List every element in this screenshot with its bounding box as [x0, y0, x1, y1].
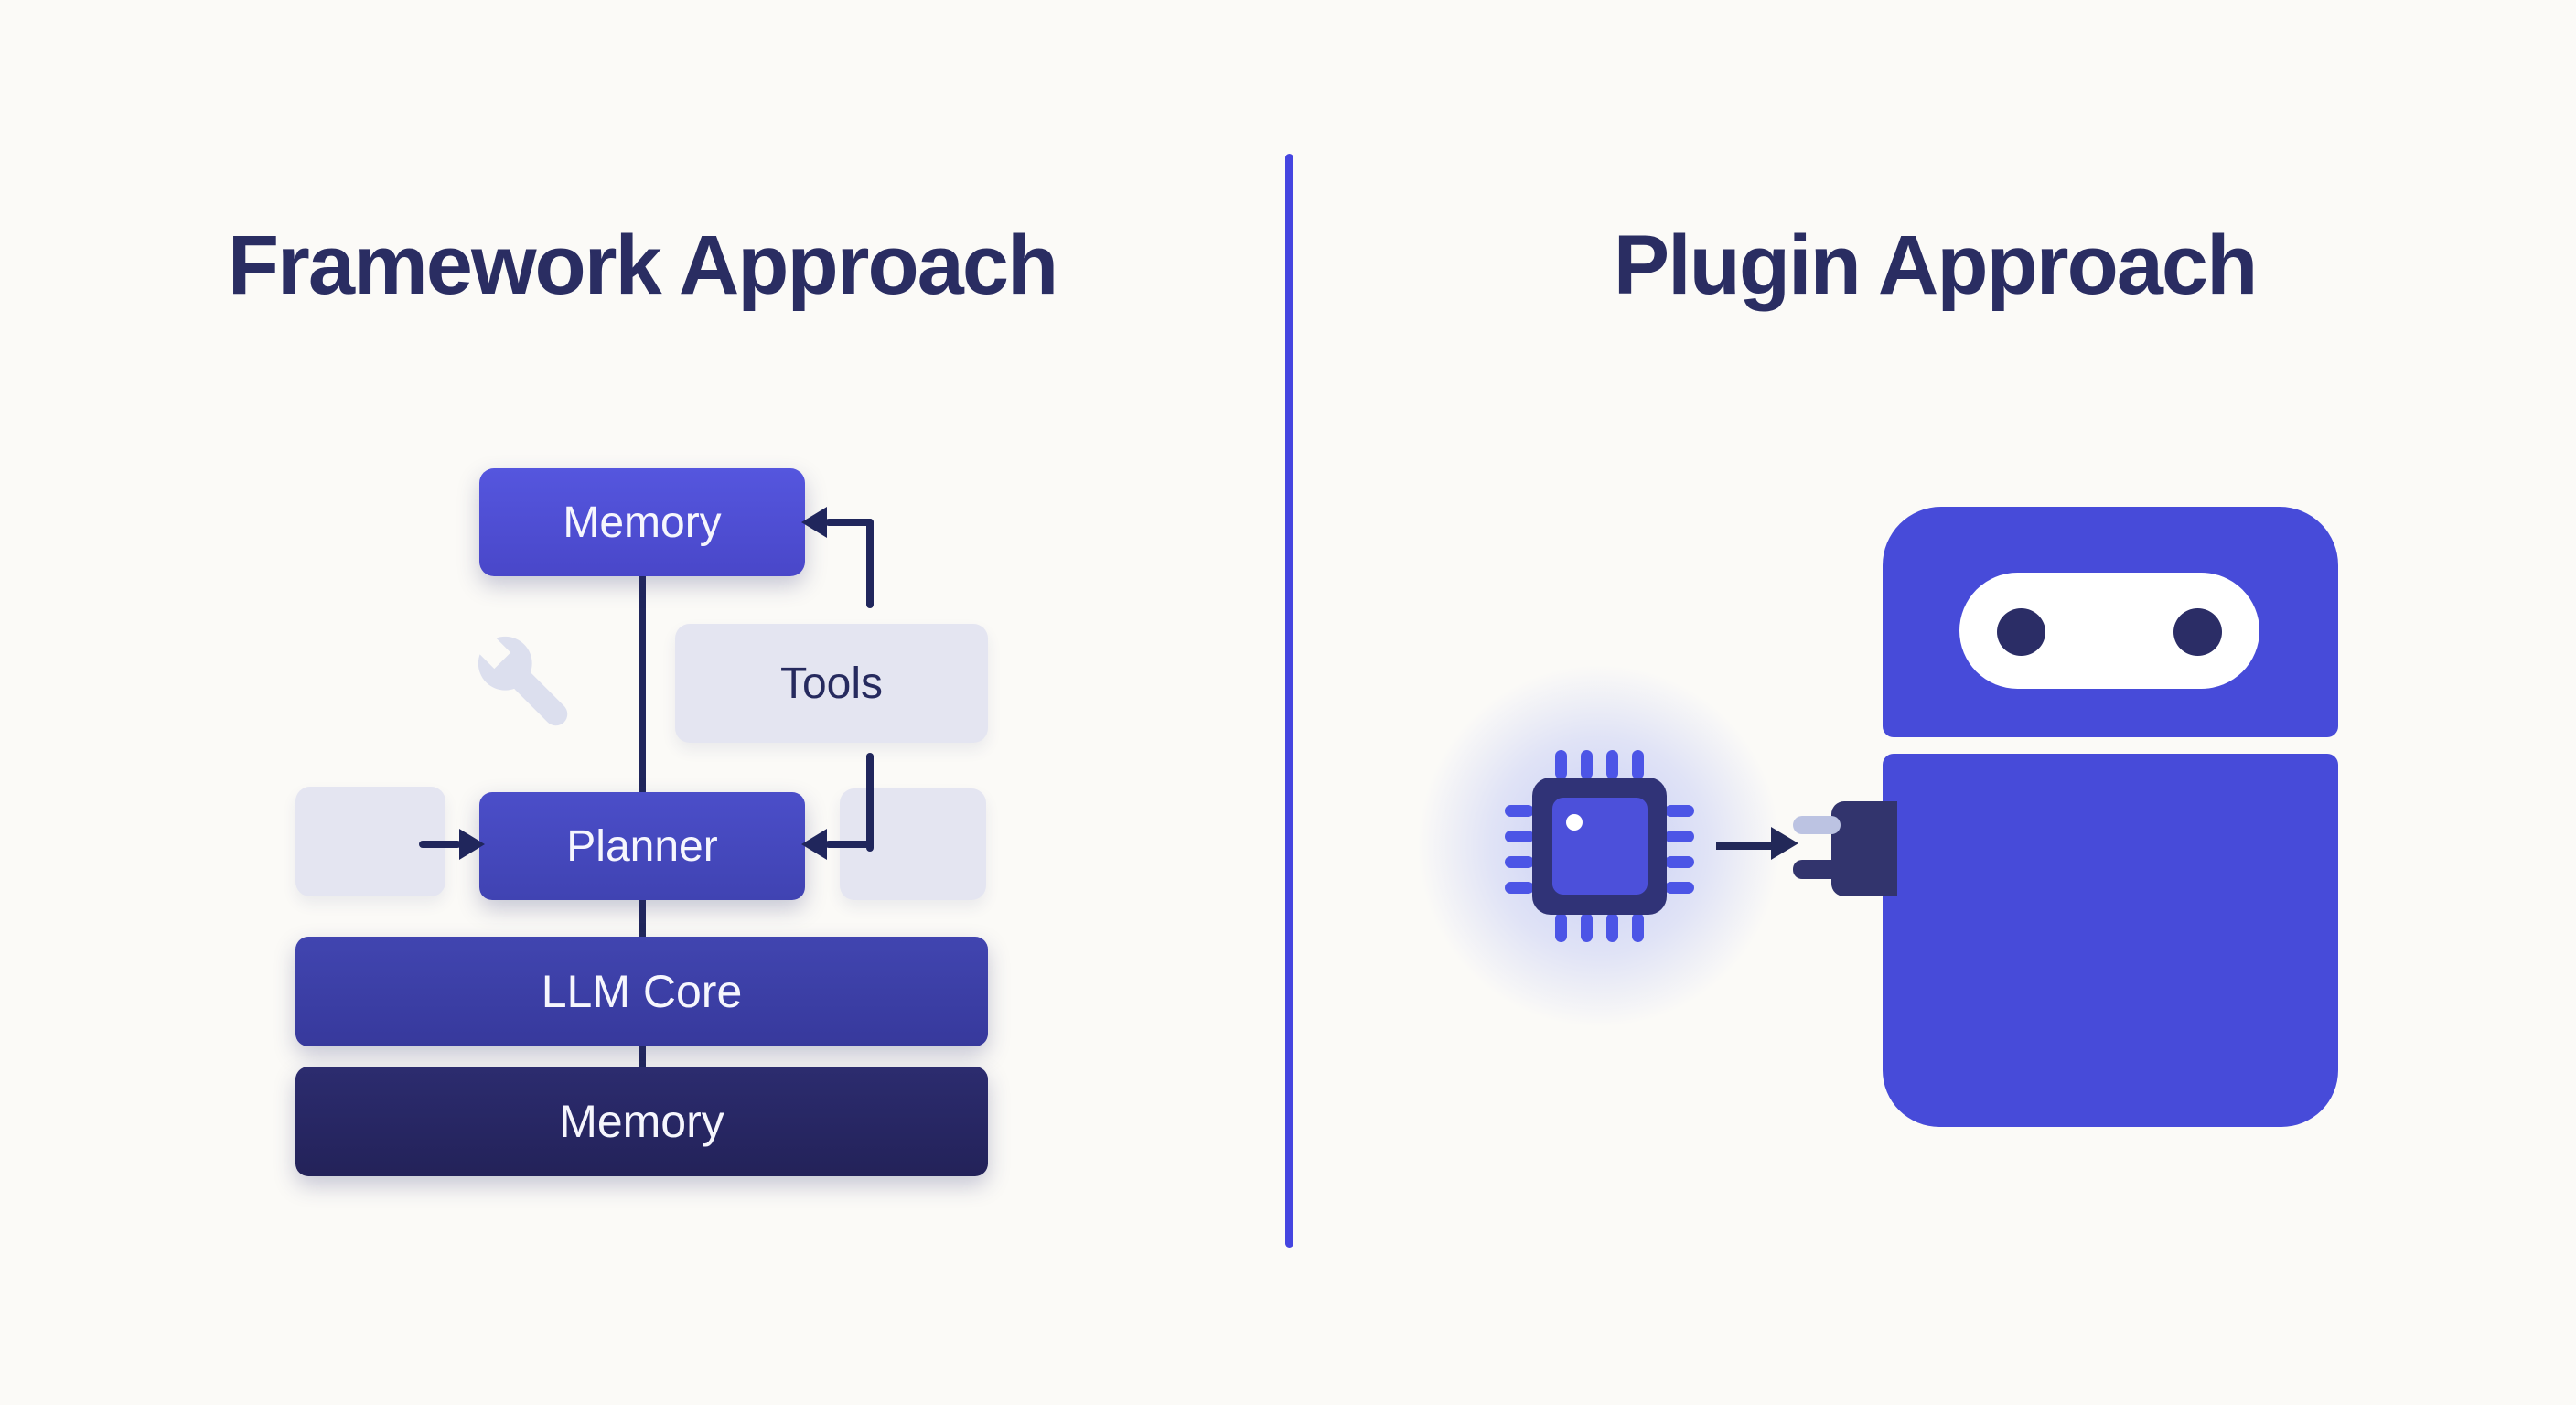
wrench-icon [462, 620, 590, 748]
connector-memory-planner [639, 569, 646, 799]
arrowhead-left-icon [801, 507, 827, 538]
node-tools: Tools [675, 624, 988, 743]
chip-pin [1581, 913, 1593, 942]
chip-pin [1555, 913, 1567, 942]
robot-eye-right [2174, 608, 2222, 656]
chip-pin [1632, 913, 1644, 942]
node-llm-core-label: LLM Core [541, 966, 743, 1017]
node-llm-core: LLM Core [295, 937, 988, 1046]
node-memory-bottom: Memory [295, 1067, 988, 1176]
chip-pin [1665, 805, 1694, 817]
arrow-segment [825, 841, 874, 848]
chip-pin [1505, 831, 1534, 842]
arrow-segment [825, 519, 874, 526]
chip-core [1552, 798, 1648, 895]
arrow-segment [866, 519, 874, 608]
robot-eye-left [1997, 608, 2045, 656]
chip-pin [1665, 856, 1694, 868]
center-divider [1285, 154, 1293, 1248]
node-memory-top: Memory [479, 468, 805, 576]
plug-prong-bottom [1793, 860, 1841, 879]
chip-pin [1505, 805, 1534, 817]
node-planner: Planner [479, 792, 805, 900]
chip-pin [1632, 750, 1644, 779]
arrowhead-right-icon [1771, 827, 1798, 860]
chip-pin [1665, 831, 1694, 842]
arrowhead-right-icon [459, 829, 485, 860]
chip-pin [1505, 882, 1534, 894]
node-tools-label: Tools [779, 659, 884, 708]
arrow-segment [866, 753, 874, 852]
plug-socket [1831, 801, 1897, 896]
chip-pin [1606, 750, 1618, 779]
chip-dot [1566, 814, 1583, 831]
chip-pin [1505, 856, 1534, 868]
robot-body [1883, 754, 2338, 1127]
node-memory-bottom-label: Memory [559, 1096, 724, 1147]
chip-pin [1606, 913, 1618, 942]
node-planner-label: Planner [566, 821, 718, 871]
chip-pin [1581, 750, 1593, 779]
connector-llmcore-memory [639, 1041, 646, 1074]
chip-pin [1555, 750, 1567, 779]
arrow-segment [1716, 842, 1773, 850]
node-memory-top-label: Memory [563, 498, 722, 547]
plug-prong-top [1793, 816, 1841, 834]
framework-title: Framework Approach [227, 219, 1058, 312]
connector-planner-llmcore [639, 895, 646, 944]
arrow-segment [419, 841, 461, 848]
arrowhead-left-icon [801, 829, 827, 860]
plugin-title: Plugin Approach [1613, 219, 2259, 312]
chip-pin [1665, 882, 1694, 894]
